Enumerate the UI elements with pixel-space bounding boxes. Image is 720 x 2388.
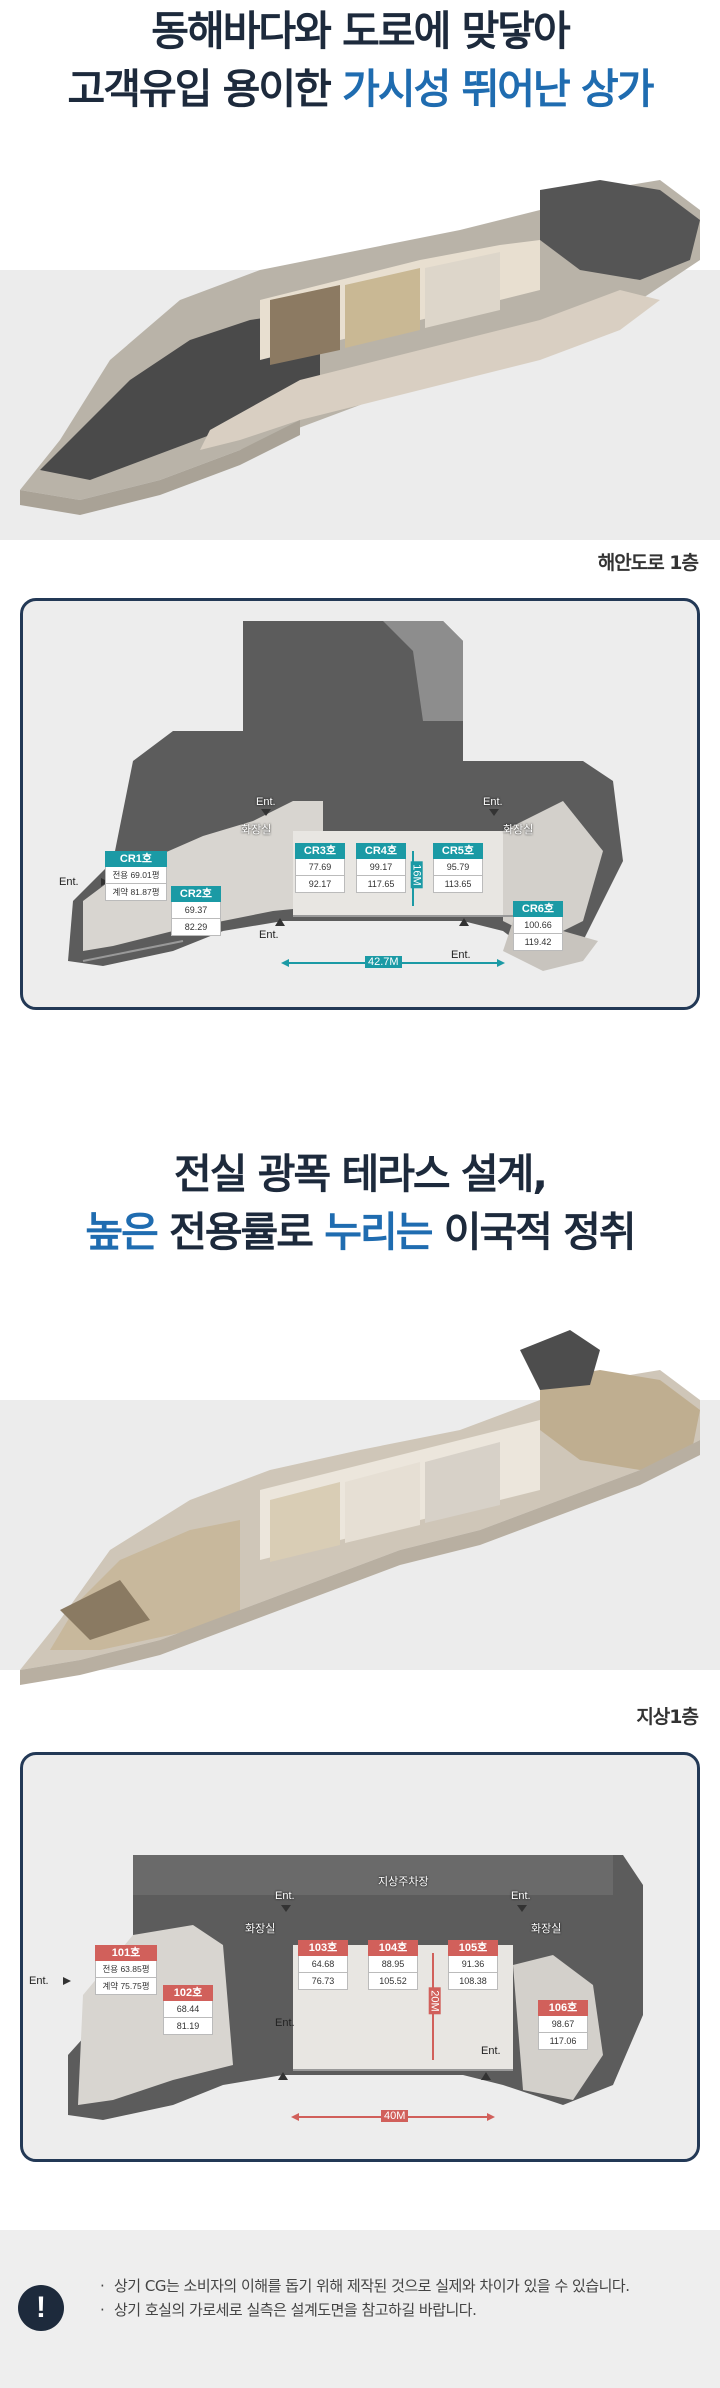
unit-104-value1: 88.95 [368, 1956, 418, 1973]
section2-floor-label: 지상1층 [636, 1706, 699, 1728]
unit-cr4-name: CR4호 [356, 843, 406, 859]
unit-103-value1: 64.68 [298, 1956, 348, 1973]
unit-103-value2: 76.73 [298, 1973, 348, 1990]
unit-106: 106호 98.67 117.06 [538, 2000, 588, 2050]
plan1-ent-bottom-left: Ent. [259, 929, 279, 941]
notice-box: ! 상기 CG는 소비자의 이해를 돕기 위해 제작된 것으로 실제와 차이가 … [0, 2230, 720, 2388]
unit-102-value1: 68.44 [163, 2001, 213, 2018]
plan1-ent-top-left: Ent. [256, 796, 276, 808]
unit-101-value1: 전용 63.85평 [95, 1961, 157, 1978]
unit-102-name: 102호 [163, 1985, 213, 2001]
unit-106-value1: 98.67 [538, 2016, 588, 2033]
section2-headline-dark2: 이국적 정취 [443, 1208, 637, 1256]
unit-106-value2: 117.06 [538, 2033, 588, 2050]
notice-item-2: 상기 호실의 가로세로 실측은 설계도면을 참고하길 바랍니다. [100, 2298, 680, 2322]
plan1-restroom-left: 화장실 [241, 824, 272, 836]
unit-106-name: 106호 [538, 2000, 588, 2016]
unit-cr4-value2: 117.65 [356, 876, 406, 893]
section2-headline-blue2: 누리는 [324, 1208, 433, 1256]
notice-list: 상기 CG는 소비자의 이해를 돕기 위해 제작된 것으로 실제와 차이가 있을… [100, 2274, 680, 2322]
plan2-restroom-right: 화장실 [531, 1923, 562, 1935]
unit-105-value2: 108.38 [448, 1973, 498, 1990]
unit-cr2-value2: 82.29 [171, 919, 221, 936]
unit-cr5-value2: 113.65 [433, 876, 483, 893]
unit-105: 105호 91.36 108.38 [448, 1940, 498, 1990]
unit-101-value2: 계약 75.75평 [95, 1978, 157, 1995]
unit-cr4-value1: 99.17 [356, 859, 406, 876]
section2-floor-plan: 지상주차장 Ent. Ent. Ent. Ent. Ent. 화장실 화장실 1… [20, 1752, 700, 2162]
unit-cr1-name: CR1호 [105, 851, 167, 867]
section2-headline-line2: 높은 전용률로 누리는 이국적 정취 [0, 1203, 720, 1261]
section1-headline-blue: 가시성 뛰어난 상가 [342, 65, 654, 113]
section1-headline-dark: 고객유입 용이한 [67, 65, 332, 113]
section2-headline-line1: 전실 광폭 테라스 설계, [174, 1150, 548, 1198]
section1-headline-line2: 고객유입 용이한 가시성 뛰어난 상가 [0, 60, 720, 118]
unit-cr5-name: CR5호 [433, 843, 483, 859]
unit-101-name: 101호 [95, 1945, 157, 1961]
unit-105-value1: 91.36 [448, 1956, 498, 1973]
plan2-ent-bottom-right: Ent. [481, 2045, 501, 2057]
unit-cr1-value2: 계약 81.87평 [105, 884, 167, 901]
section1-plan-drawing [68, 621, 623, 971]
section2-headline-blue1: 높은 [85, 1208, 158, 1256]
plan1-ent-left: Ent. [59, 876, 79, 888]
unit-cr4: CR4호 99.17 117.65 [356, 843, 406, 893]
unit-cr5-value1: 95.79 [433, 859, 483, 876]
unit-cr3-name: CR3호 [295, 843, 345, 859]
unit-105-name: 105호 [448, 1940, 498, 1956]
unit-104: 104호 88.95 105.52 [368, 1940, 418, 1990]
unit-104-name: 104호 [368, 1940, 418, 1956]
section1-headline-line1: 동해바다와 도로에 맞닿아 [151, 7, 570, 55]
unit-cr3-value1: 77.69 [295, 859, 345, 876]
unit-cr3: CR3호 77.69 92.17 [295, 843, 345, 893]
section1-cg-render [20, 180, 700, 515]
section1-floor-plan: Ent. Ent. Ent. Ent. Ent. 화장실 화장실 CR1호 전용… [20, 598, 700, 1010]
unit-cr6-name: CR6호 [513, 901, 563, 917]
plan1-dim-depth: 16M [410, 861, 423, 889]
notice-item-1: 상기 CG는 소비자의 이해를 돕기 위해 제작된 것으로 실제와 차이가 있을… [100, 2274, 680, 2298]
unit-cr6-value2: 119.42 [513, 934, 563, 951]
section2-headline-dark1: 전용률로 [169, 1208, 314, 1256]
unit-cr1: CR1호 전용 69.01평 계약 81.87평 [105, 851, 167, 901]
unit-cr1-value1: 전용 69.01평 [105, 867, 167, 884]
exclamation-icon: ! [18, 2285, 64, 2331]
unit-104-value2: 105.52 [368, 1973, 418, 1990]
plan2-ent-top-left: Ent. [275, 1890, 295, 1902]
plan2-ent-bottom-left: Ent. [275, 2017, 295, 2029]
unit-cr6-value1: 100.66 [513, 917, 563, 934]
plan1-ent-top-right: Ent. [483, 796, 503, 808]
unit-101: 101호 전용 63.85평 계약 75.75평 [95, 1945, 157, 1995]
plan1-dim-width: 42.7M [365, 956, 402, 968]
unit-cr2: CR2호 69.37 82.29 [171, 886, 221, 936]
section2-headline: 전실 광폭 테라스 설계, 높은 전용률로 누리는 이국적 정취 [0, 1145, 720, 1261]
unit-cr2-name: CR2호 [171, 886, 221, 902]
plan1-ent-bottom-right: Ent. [451, 949, 471, 961]
plan2-parking: 지상주차장 [378, 1876, 429, 1888]
unit-103-name: 103호 [298, 1940, 348, 1956]
unit-cr3-value2: 92.17 [295, 876, 345, 893]
unit-cr2-value1: 69.37 [171, 902, 221, 919]
section1-headline: 동해바다와 도로에 맞닿아 고객유입 용이한 가시성 뛰어난 상가 [0, 2, 720, 118]
unit-102: 102호 68.44 81.19 [163, 1985, 213, 2035]
plan2-ent-top-right: Ent. [511, 1890, 531, 1902]
plan1-restroom-right: 화장실 [503, 824, 534, 836]
unit-103: 103호 64.68 76.73 [298, 1940, 348, 1990]
section1-floor-label: 해안도로 1층 [597, 552, 699, 574]
plan2-dim-width: 40M [381, 2110, 409, 2122]
unit-cr6: CR6호 100.66 119.42 [513, 901, 563, 951]
unit-102-value2: 81.19 [163, 2018, 213, 2035]
section2-cg-render [20, 1330, 700, 1685]
plan2-dim-depth: 20M [428, 1987, 441, 2015]
unit-cr5: CR5호 95.79 113.65 [433, 843, 483, 893]
plan2-restroom-left: 화장실 [245, 1923, 276, 1935]
plan2-ent-left: Ent. [29, 1975, 49, 1987]
